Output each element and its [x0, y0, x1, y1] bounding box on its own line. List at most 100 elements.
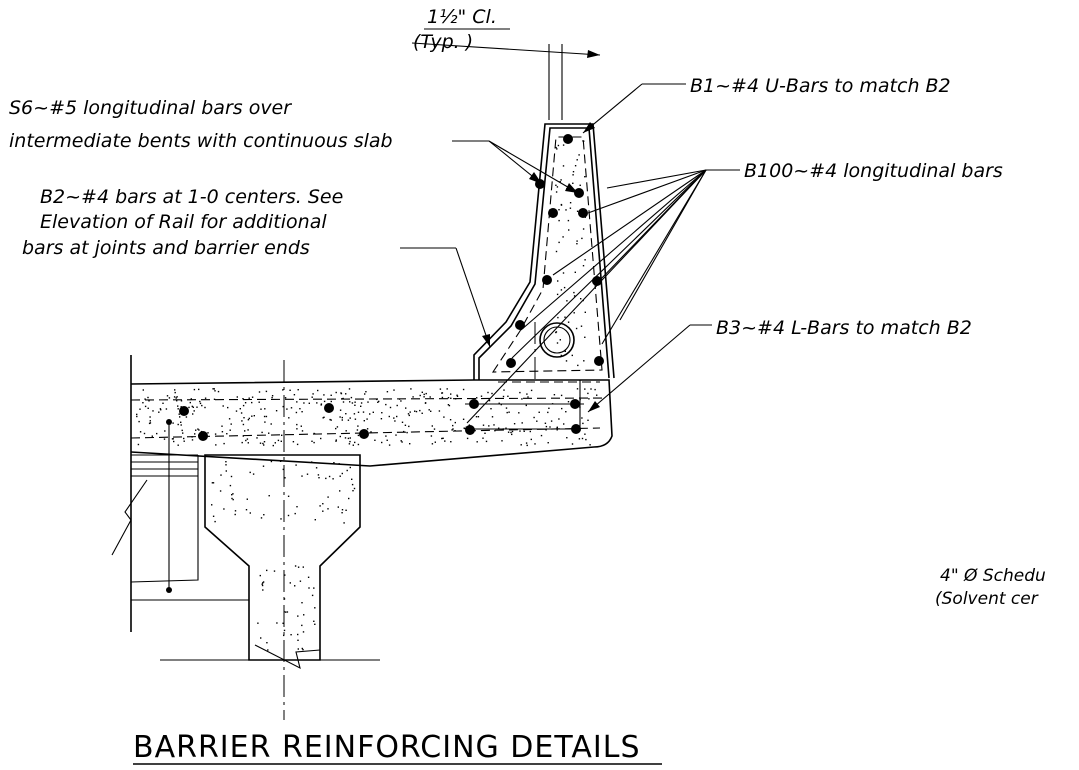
stipple-dot: [297, 389, 299, 391]
stipple-dot: [403, 430, 405, 433]
stipple-dot: [454, 421, 456, 424]
stipple-dot: [231, 497, 233, 500]
stipple-dot: [449, 419, 452, 421]
stipple-dot: [294, 512, 296, 515]
stipple-dot: [446, 388, 448, 390]
stipple-dot: [228, 418, 231, 420]
stipple-dot: [197, 428, 199, 430]
stipple-dot: [214, 433, 217, 435]
rebar-bars: [166, 134, 604, 593]
stipple-dot: [573, 291, 575, 294]
stipple-dot: [235, 410, 238, 412]
stipple-dot: [487, 391, 489, 394]
stipple-dot: [575, 327, 578, 330]
stipple-dot: [351, 402, 354, 404]
stipple-dot: [429, 396, 431, 398]
s6-label-line2: intermediate bents with continuous slab: [9, 130, 393, 152]
stipple-dot: [227, 406, 229, 409]
stipple-dot: [370, 431, 372, 433]
stipple-dot: [253, 415, 255, 417]
stipple-dot: [352, 490, 354, 492]
stipple-dot: [320, 403, 323, 405]
stipple-dot: [566, 300, 568, 302]
stipple-dot: [476, 441, 478, 443]
stipple-dot: [194, 433, 196, 435]
stipple-dot: [502, 395, 505, 398]
b3-leader: [587, 324, 712, 413]
stipple-dot: [529, 430, 531, 433]
stipple-dot: [273, 570, 276, 572]
stipple-dot: [178, 413, 180, 415]
stipple-dot: [465, 426, 468, 428]
stipple-dot: [357, 434, 360, 437]
stipple-dot: [357, 411, 360, 413]
stipple-dot: [488, 399, 491, 402]
stipple-dot: [196, 406, 198, 408]
stipple-dot: [475, 416, 478, 418]
stipple-dot: [545, 425, 548, 428]
stipple-dot: [562, 236, 564, 238]
stipple-dot: [311, 461, 313, 463]
stipple-dot: [421, 412, 423, 414]
stipple-dot: [488, 425, 490, 427]
stipple-dot: [192, 413, 194, 415]
stipple-dot: [454, 398, 457, 400]
stipple-dot: [259, 574, 261, 577]
stipple-dot: [229, 429, 231, 431]
stipple-dot: [189, 401, 191, 404]
stipple-dot: [199, 402, 202, 405]
stipple-dot: [200, 430, 203, 433]
stipple-dot: [472, 406, 474, 408]
stipple-dot: [211, 482, 214, 484]
stipple-dot: [261, 583, 263, 585]
stipple-dot: [275, 410, 278, 412]
stipple-dot: [320, 404, 322, 406]
stipple-dot: [290, 634, 292, 636]
stipple-dot: [527, 396, 529, 398]
stipple-dot: [271, 395, 274, 397]
stipple-dot: [225, 470, 227, 472]
stipple-dot: [313, 432, 315, 435]
stipple-dot: [295, 411, 298, 414]
stipple-dot: [506, 411, 508, 414]
stipple-dot: [280, 518, 282, 520]
stipple-dot: [581, 437, 584, 440]
stipple-dot: [285, 611, 287, 613]
stipple-dot: [423, 396, 425, 398]
stipple-dot: [213, 388, 215, 390]
stipple-dot: [183, 440, 185, 442]
stipple-dot: [507, 395, 509, 397]
b2-label-line2: Elevation of Rail for additional: [40, 211, 327, 233]
stipple-dot: [408, 425, 410, 428]
stipple-dot: [341, 419, 343, 421]
stipple-dot: [491, 392, 493, 395]
drawing-title: BARRIER REINFORCING DETAILS: [133, 730, 640, 765]
stipple-dot: [576, 388, 579, 390]
stipple-dot: [166, 395, 169, 397]
stipple-dot: [583, 140, 585, 142]
stipple-dot: [578, 438, 581, 440]
stipple-dot: [327, 496, 329, 498]
stipple-dot: [491, 416, 494, 418]
stipple-dot: [395, 434, 397, 436]
stipple-dot: [456, 394, 458, 396]
stipple-dot: [306, 473, 309, 475]
stipple-dot: [521, 398, 523, 400]
stipple-dot: [264, 408, 266, 410]
stipple-dot: [507, 431, 510, 433]
stipple-dot: [283, 611, 285, 613]
stipple-dot: [302, 631, 305, 633]
stipple-dot: [520, 444, 522, 446]
stipple-dot: [441, 437, 443, 440]
stipple-dot: [434, 441, 436, 443]
stipple-dot: [245, 509, 248, 511]
stipple-dot: [557, 316, 559, 319]
stipple-dot: [181, 429, 183, 432]
stipple-dot: [579, 184, 581, 186]
stipple-dot: [456, 395, 459, 397]
stipple-dot: [351, 483, 354, 486]
stipple-dot: [223, 442, 225, 445]
stipple-dot: [286, 611, 289, 613]
stipple-dot: [582, 265, 585, 267]
